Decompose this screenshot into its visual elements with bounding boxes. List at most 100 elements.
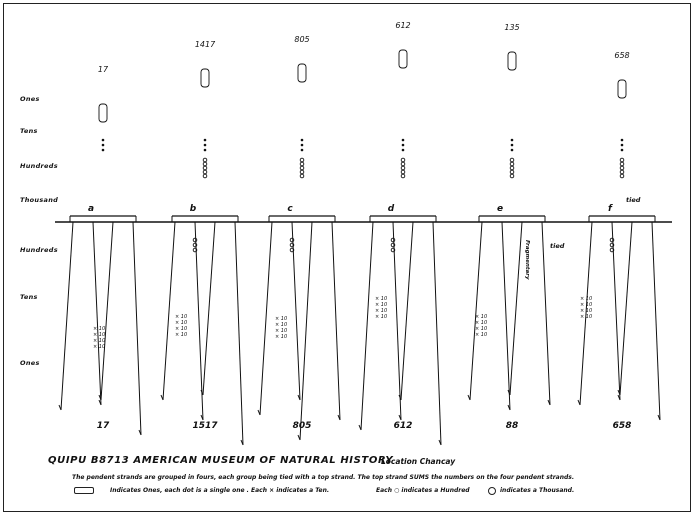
tens-cross-mark: × 10 [475, 320, 487, 326]
tens-cross-mark: × 10 [580, 302, 592, 308]
group-letter: b [190, 204, 197, 214]
pendent-strand [100, 221, 114, 401]
tens-cross-mark: × 10 [93, 338, 105, 344]
group-letter: a [88, 204, 94, 214]
tens-knot [510, 138, 514, 142]
hundreds-knot [509, 173, 515, 179]
pendent-hundreds-knot [609, 237, 615, 243]
tens-cross-mark: × 10 [475, 314, 487, 320]
hundreds-knot [202, 157, 208, 163]
hundreds-knot [619, 157, 625, 163]
diagram-title: QUIPU B8713 AMERICAN MUSEUM OF NATURAL H… [48, 455, 394, 466]
ones-long-knot [617, 79, 627, 99]
top-strand-value: 612 [395, 21, 410, 30]
top-strand-value: 17 [98, 65, 109, 74]
group-letter: f [608, 204, 613, 214]
pendent-strand [92, 221, 102, 406]
tens-knot [300, 148, 304, 152]
group-sum-label: 1517 [192, 421, 218, 431]
tens-knot [300, 143, 304, 147]
tens-cross-mark: × 10 [475, 326, 487, 332]
tens-cross-mark: × 10 [93, 332, 105, 338]
pendent-hundreds-knot [390, 247, 396, 253]
strand-end [297, 394, 301, 401]
strand-end [160, 394, 164, 401]
pendent-hundreds-knot [390, 237, 396, 243]
fragmentary-note: Fragmentary [524, 240, 530, 280]
tens-cross-mark: × 10 [93, 326, 105, 332]
legend-ones-text: Indicates Ones, each dot is a single one… [110, 487, 330, 494]
tens-cross-mark: × 10 [175, 320, 187, 326]
pendent-strand [400, 221, 414, 401]
pendent-strand [202, 221, 216, 396]
pendent-strand [331, 221, 341, 421]
pendent-strand [392, 221, 402, 421]
hundreds-knot [619, 161, 625, 167]
hundreds-knot [619, 173, 625, 179]
strand-end [358, 424, 362, 431]
strand-end [200, 414, 204, 421]
strand-end [297, 434, 301, 441]
label-top-tens: Tens [20, 127, 38, 135]
hundreds-knot [400, 169, 406, 175]
strand-end [337, 414, 341, 421]
strand-end [398, 394, 402, 401]
label-bottom-ones: Ones [20, 359, 40, 367]
strand-end [577, 399, 581, 406]
tens-knot [620, 143, 624, 147]
ones-long-knot [398, 49, 408, 69]
tens-cross-mark: × 10 [275, 334, 287, 340]
hundreds-knot [509, 169, 515, 175]
strand-end [257, 409, 261, 416]
pendent-strand [60, 221, 74, 411]
hundreds-knot [299, 165, 305, 171]
tens-cross-mark: × 10 [275, 316, 287, 322]
tens-knot [510, 148, 514, 152]
strand-end [657, 414, 661, 421]
top-strand-value: 805 [294, 35, 309, 44]
tied-note-pendent: tied [550, 242, 565, 250]
ones-knot-legend-icon [74, 487, 94, 494]
tens-knot [620, 138, 624, 142]
tens-cross-mark: × 10 [375, 302, 387, 308]
label-top-ones: Ones [20, 95, 40, 103]
hundreds-knot [202, 165, 208, 171]
hundreds-knot [619, 169, 625, 175]
tens-cross-mark: × 10 [175, 332, 187, 338]
label-bottom-tens: Tens [20, 293, 38, 301]
tens-cross-mark: × 10 [580, 296, 592, 302]
pendent-strand [651, 221, 661, 421]
caption-line: The pendent strands are grouped in fours… [72, 474, 575, 481]
strand-end [138, 429, 142, 436]
tens-knot [203, 148, 207, 152]
quipu-knots [98, 49, 627, 253]
hundreds-knot [299, 157, 305, 163]
strand-end [200, 389, 204, 396]
tied-note-top: tied [626, 196, 641, 204]
hundreds-knot [509, 157, 515, 163]
tens-knot [620, 148, 624, 152]
hundreds-knot [400, 165, 406, 171]
tens-cross-mark: × 10 [580, 314, 592, 320]
hundreds-knot [619, 165, 625, 171]
group-letter: c [287, 204, 293, 214]
tens-cross-mark: × 10 [93, 344, 105, 350]
group-sum-label: 612 [394, 421, 413, 431]
hundreds-knot [202, 173, 208, 179]
pendent-hundreds-knot [609, 247, 615, 253]
strand-end [240, 439, 244, 446]
strand-end [547, 399, 551, 406]
tens-knot [101, 138, 105, 142]
hundreds-knot [299, 169, 305, 175]
pendent-hundreds-knot [390, 242, 396, 248]
hundreds-knot [299, 173, 305, 179]
pendent-strand [432, 221, 442, 446]
hundreds-knot [202, 161, 208, 167]
tens-knot [203, 138, 207, 142]
pendent-strand [299, 221, 313, 441]
pendent-hundreds-knot [192, 242, 198, 248]
tens-cross-mark: × 10 [375, 308, 387, 314]
pendent-hundreds-knot [289, 237, 295, 243]
location-label: Location Chancay [381, 457, 456, 466]
